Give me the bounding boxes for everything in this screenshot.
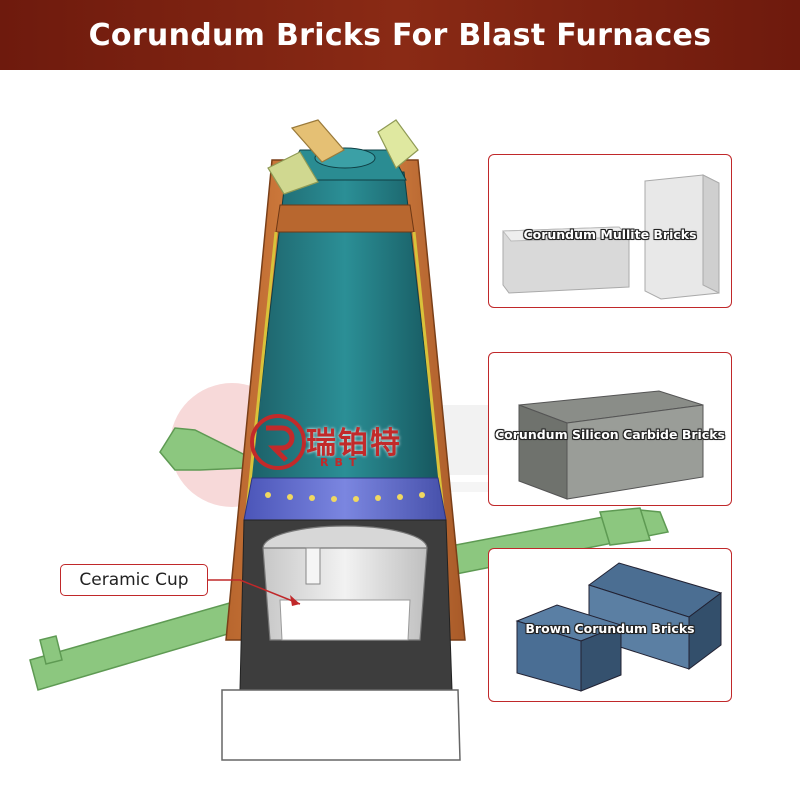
brown-corundum-bricks-image — [515, 562, 723, 692]
logo-name: 瑞铂特 — [306, 426, 402, 461]
mullite-bricks-image — [501, 174, 720, 300]
page-title: Corundum Bricks For Blast Furnaces — [88, 17, 712, 53]
title-banner: Corundum Bricks For Blast Furnaces — [0, 0, 800, 70]
panel-label: Corundum Mullite Bricks — [523, 227, 697, 242]
blast-furnace-illustration — [29, 119, 670, 761]
ceramic-cup — [262, 525, 428, 641]
callout-label: Ceramic Cup — [79, 570, 189, 590]
callout-leader-line — [208, 579, 301, 605]
uptake-pipe-right — [377, 119, 419, 169]
ceramic-cup-callout: Ceramic Cup — [60, 564, 208, 596]
rbt-logo: 瑞铂特 RBT — [248, 412, 448, 482]
furnace-base — [221, 689, 461, 761]
logo-sub: RBT — [320, 456, 363, 469]
silicon-carbide-brick-image — [518, 390, 704, 500]
rbt-logo-mark-icon — [250, 414, 306, 470]
panel-corundum-silicon-carbide: Corundum Silicon Carbide Bricks — [488, 352, 732, 506]
bosh-band — [243, 477, 447, 521]
uptake-pipe-left — [290, 119, 345, 163]
panel-corundum-mullite: Corundum Mullite Bricks — [488, 154, 732, 308]
panel-label: Brown Corundum Bricks — [525, 621, 695, 636]
panel-brown-corundum: Brown Corundum Bricks — [488, 548, 732, 702]
panel-label: Corundum Silicon Carbide Bricks — [495, 427, 725, 442]
